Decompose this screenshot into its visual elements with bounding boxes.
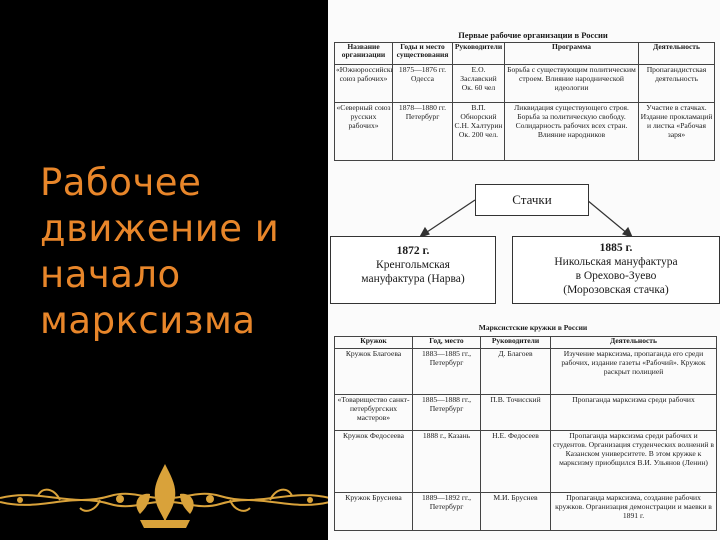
table-cell: Пропаганда марксизма среди рабочих и сту…: [550, 430, 717, 493]
table-cell: 1883—1885 гг., Петербург: [412, 348, 481, 395]
column-header: Программа: [504, 42, 639, 65]
table-cell: «Северный союз русских рабочих»: [334, 102, 393, 161]
table-cell: М.И. Бруснев: [480, 492, 551, 531]
table-cell: Кружок Федосеева: [334, 430, 413, 493]
first-workers-organizations-table: Название организации Годы и место сущест…: [334, 42, 715, 161]
table-cell: Участие в стачках. Издание прокламаций и…: [638, 102, 715, 161]
column-header: Деятельность: [638, 42, 715, 65]
strikes-box: Стачки: [475, 184, 589, 216]
strike-text-line: Кренгольмская: [376, 259, 450, 271]
column-header: Руководители: [480, 336, 551, 349]
table-cell: 1875—1876 гг. Одесса: [392, 64, 453, 103]
column-header: Деятельность: [550, 336, 717, 349]
column-header: Годы и место существования: [392, 42, 453, 65]
table-cell: 1889—1892 гг., Петербург: [412, 492, 481, 531]
strike-text-line: мануфактура (Нарва): [361, 273, 465, 285]
table-cell: Кружок Бруснева: [334, 492, 413, 531]
table1-caption: Первые рабочие организации в России: [458, 30, 608, 40]
column-header: Название организации: [334, 42, 393, 65]
ornament-decoration: [0, 464, 330, 528]
title-line-2: движение и: [40, 207, 280, 250]
slide-title: Рабочее движение и начало марксизма: [40, 160, 320, 344]
column-header: Руководители: [452, 42, 505, 65]
strike-year: 1872 г.: [396, 245, 430, 257]
table-cell: Борьба с существующим политическим строе…: [504, 64, 639, 103]
title-line-3: начало: [40, 253, 181, 296]
title-line-1: Рабочее: [40, 161, 202, 204]
table-row: Кружок Федосеева 1888 г., Казань Н.Е. Фе…: [334, 430, 717, 493]
table-cell: Д. Благоев: [480, 348, 551, 395]
table-cell: 1885—1888 гг., Петербург: [412, 394, 481, 431]
table-cell: П.В. Точисский: [480, 394, 551, 431]
strike-1872-box: 1872 г. Кренгольмская мануфактура (Нарва…: [330, 236, 496, 304]
table2-caption: Марксистские кружки в России: [478, 323, 588, 332]
table-row: «Северный союз русских рабочих» 1878—188…: [334, 102, 715, 161]
textbook-page: Первые рабочие организации в России Назв…: [328, 0, 720, 540]
table-cell: Н.Е. Федосеев: [480, 430, 551, 493]
table-cell: Ликвидация существующего строя. Борьба з…: [504, 102, 639, 161]
strike-1885-box: 1885 г. Никольская мануфактура в Орехово…: [512, 236, 720, 304]
strike-text-line: в Орехово-Зуево: [575, 270, 657, 282]
table-cell: «Товарищество санкт-петербургских мастер…: [334, 394, 413, 431]
strike-text-line: (Морозовская стачка): [563, 284, 669, 296]
table-cell: Е.О. Заславский Ок. 60 чел: [452, 64, 505, 103]
column-header: Кружок: [334, 336, 413, 349]
table-cell: 1878—1880 гг. Петербург: [392, 102, 453, 161]
table-row: Кружок Бруснева 1889—1892 гг., Петербург…: [334, 492, 717, 531]
table-cell: В.П. Обнорский С.Н. Халтурин Ок. 200 чел…: [452, 102, 505, 161]
table-cell: 1888 г., Казань: [412, 430, 481, 493]
table-cell: Кружок Благоева: [334, 348, 413, 395]
marxist-circles-table: Кружок Год, место Руководители Деятельно…: [334, 336, 717, 531]
table-cell: Изучение марксизма, пропаганда его среди…: [550, 348, 717, 395]
table-cell: Пропаганда марксизма, создание рабочих к…: [550, 492, 717, 531]
title-line-4: марксизма: [40, 299, 256, 342]
table-row: «Южнороссийский союз рабочих» 1875—1876 …: [334, 64, 715, 103]
strike-year: 1885 г.: [599, 242, 633, 254]
table-cell: Пропагандистская деятельность: [638, 64, 715, 103]
table-cell: Пропаганда марксизма среди рабочих: [550, 394, 717, 431]
table-row: Кружок Благоева 1883—1885 гг., Петербург…: [334, 348, 717, 395]
column-header: Год, место: [412, 336, 481, 349]
table-row: «Товарищество санкт-петербургских мастер…: [334, 394, 717, 431]
strike-text-line: Никольская мануфактура: [554, 256, 678, 268]
table-cell: «Южнороссийский союз рабочих»: [334, 64, 393, 103]
table-header-row: Кружок Год, место Руководители Деятельно…: [334, 336, 717, 349]
table-header-row: Название организации Годы и место сущест…: [334, 42, 715, 65]
strikes-diagram-arrows: [418, 199, 634, 239]
